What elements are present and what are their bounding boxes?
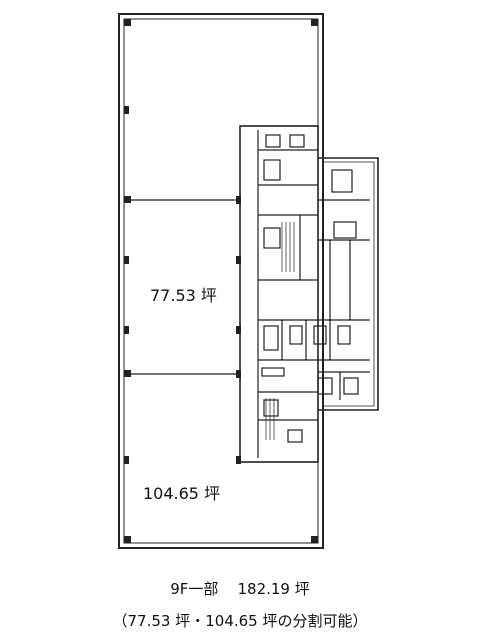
office-outer-wall: [118, 13, 324, 549]
core-east-wing: [318, 157, 379, 411]
floor-area-caption: 9F一部 182.19 坪: [0, 578, 480, 599]
office-inner-wall: [123, 18, 319, 544]
floor-plan-drawing: [118, 13, 379, 549]
south-unit-area-label: 104.65 坪: [143, 484, 221, 503]
north-unit-area-label: 77.53 坪: [150, 286, 217, 305]
floor-name: 9F一部: [170, 580, 219, 598]
total-area: 182.19 坪: [237, 580, 310, 598]
core-outer: [239, 125, 319, 463]
division-note: （77.53 坪・104.65 坪の分割可能）: [112, 612, 368, 630]
